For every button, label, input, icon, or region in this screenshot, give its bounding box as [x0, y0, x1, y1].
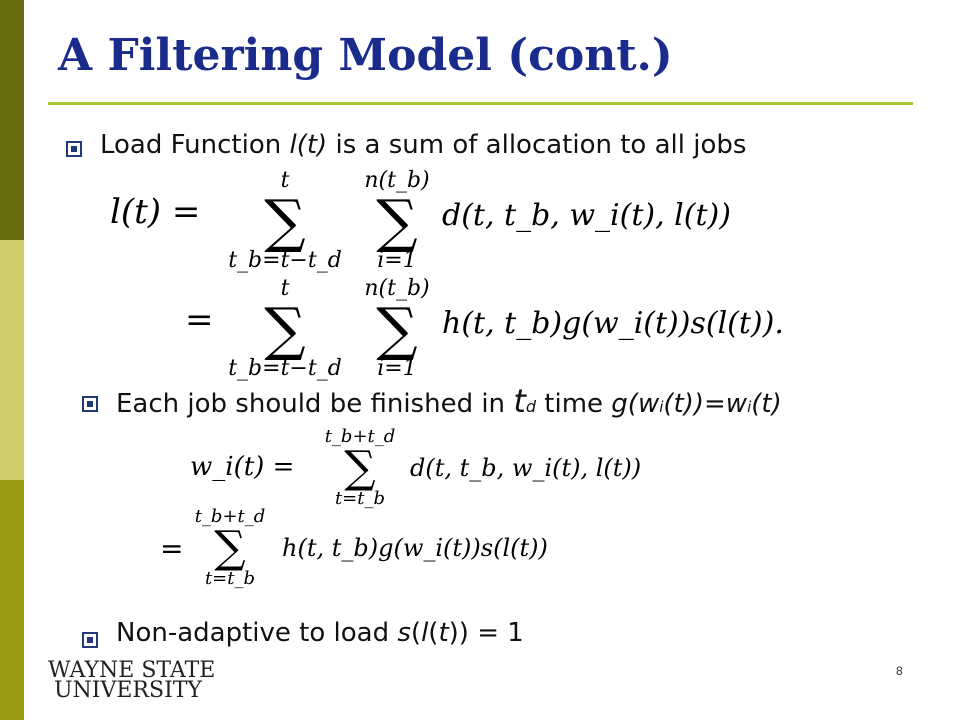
bullet-italic: t	[513, 382, 526, 420]
slide-title: A Filtering Model (cont.)	[58, 30, 673, 81]
sum-upper-limit: n(t_b)	[364, 276, 430, 301]
equation-2-sum-inner: n(t_b) ∑ i=1	[352, 278, 442, 380]
sidebar-segment-dark	[0, 0, 24, 240]
bullet-text: is a sum of allocation to all jobs	[327, 130, 747, 160]
bullet-square-icon	[82, 632, 98, 648]
bullet-text: (	[410, 618, 422, 648]
sidebar-segment-mid	[0, 480, 24, 720]
equation-4-lhs: =	[160, 532, 184, 565]
sum-upper-limit: t	[280, 276, 290, 301]
equation-1-sum-inner: n(t_b) ∑ i=1	[352, 170, 442, 272]
bullet-text: )) = 1	[448, 618, 524, 648]
sum-lower-limit: i=1	[377, 356, 417, 381]
bullet-italic: t	[438, 618, 449, 648]
bullet-italic: s	[397, 618, 411, 648]
bullet-italic: l	[421, 618, 429, 648]
equation-1-body: d(t, t_b, w_i(t), l(t))	[442, 198, 731, 233]
sum-upper-limit: t_b+t_d	[324, 426, 396, 447]
equation-1-sum-outer: t ∑ t_b=t−t_d	[225, 170, 345, 272]
bullet-italic: g(w	[611, 389, 660, 419]
sidebar-decoration	[0, 0, 24, 720]
equation-2-body: h(t, t_b)g(w_i(t))s(l(t)).	[442, 306, 784, 341]
sum-upper-limit: t	[280, 168, 290, 193]
sum-lower-limit: t=t_b	[204, 568, 256, 589]
sum-lower-limit: i=1	[377, 248, 417, 273]
bullet-text: (	[428, 618, 439, 648]
equation-3-lhs: w_i(t) =	[190, 452, 295, 482]
bullet-text: Non-adaptive to load	[116, 618, 398, 648]
bullet-italic: l(t)	[289, 130, 328, 160]
bullet-text: Each job should be finished in	[116, 389, 514, 419]
bullet-subscript: d	[525, 397, 537, 416]
bullet-subscript: i	[747, 398, 752, 416]
equation-3-body: d(t, t_b, w_i(t), l(t))	[410, 454, 642, 482]
sum-lower-limit: t_b=t−t_d	[228, 356, 342, 381]
sigma-symbol: ∑	[376, 295, 418, 363]
bullet-square-icon	[66, 141, 82, 157]
logo-line-1: WAYNE STATE	[48, 658, 216, 683]
sigma-symbol: ∑	[264, 187, 306, 255]
university-logo: WAYNE STATE UNIVERSITY	[48, 658, 215, 703]
bullet-italic: (t)	[751, 389, 782, 419]
sum-lower-limit: t_b=t−t_d	[228, 248, 342, 273]
bullet-non-adaptive: Non-adaptive to load s(l(t)) = 1	[116, 618, 524, 648]
sum-upper-limit: t_b+t_d	[194, 506, 266, 527]
bullet-square-icon	[82, 396, 98, 412]
logo-line-2: UNIVERSITY	[54, 678, 202, 703]
equation-1-lhs: l(t) =	[110, 192, 201, 232]
bullet-italic: (t))=w	[663, 389, 748, 419]
sigma-symbol: ∑	[214, 522, 246, 573]
equation-2-sum-outer: t ∑ t_b=t−t_d	[225, 278, 345, 380]
bullet-subscript: i	[659, 398, 664, 416]
sigma-symbol: ∑	[376, 187, 418, 255]
equation-3-sum: t_b+t_d ∑ t=t_b	[320, 428, 400, 508]
title-underline	[48, 102, 913, 105]
equation-4-body: h(t, t_b)g(w_i(t))s(l(t))	[282, 534, 548, 562]
bullet-text: Load Function	[100, 130, 290, 160]
bullet-finish-time: Each job should be finished in td time g…	[116, 382, 782, 420]
sigma-symbol: ∑	[344, 442, 376, 493]
sum-upper-limit: n(t_b)	[364, 168, 430, 193]
equation-2-lhs: =	[185, 300, 214, 340]
sum-lower-limit: t=t_b	[334, 488, 386, 509]
sidebar-segment-light	[0, 240, 24, 480]
equation-4-sum: t_b+t_d ∑ t=t_b	[190, 508, 270, 588]
sigma-symbol: ∑	[264, 295, 306, 363]
bullet-text: time	[536, 389, 612, 419]
bullet-load-function: Load Function l(t) is a sum of allocatio…	[100, 130, 746, 160]
page-number: 8	[896, 664, 903, 678]
